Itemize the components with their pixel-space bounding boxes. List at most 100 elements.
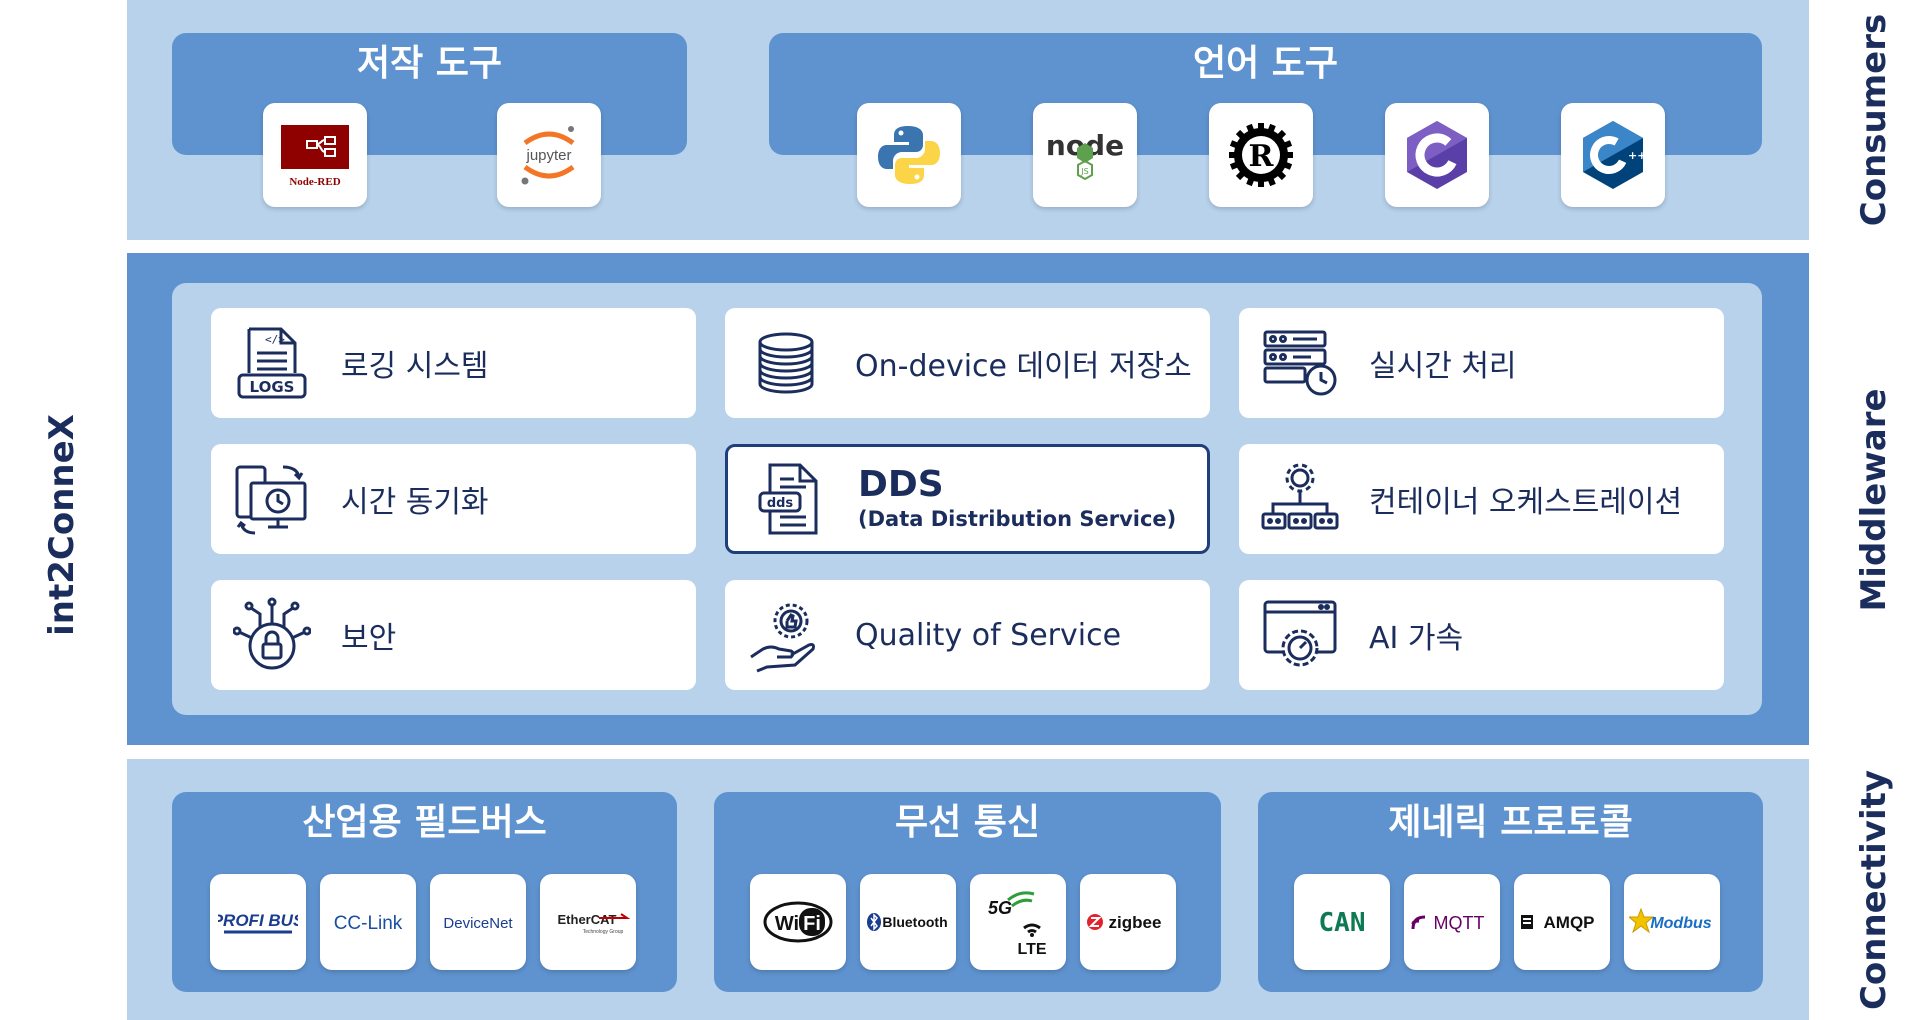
database-icon xyxy=(747,324,825,402)
gear-network-icon xyxy=(1261,460,1339,538)
node-red-icon: Node-RED xyxy=(281,125,349,188)
svg-text:Technology Group: Technology Group xyxy=(583,929,624,935)
can-icon: CAN xyxy=(1319,908,1366,938)
svg-text:MQTT: MQTT xyxy=(1434,913,1485,933)
devicenet-icon: DeviceNet xyxy=(443,915,513,932)
ondevice-storage-label: On-device 데이터 저장소 xyxy=(855,349,1192,384)
container-label: 컨테이너 오케스트레이션 xyxy=(1369,485,1683,520)
zigbee-tile[interactable]: zigbee xyxy=(1080,874,1176,970)
brand-label: int2ConneX xyxy=(42,414,82,636)
wireless-group: 무선 통신 Wi Fi Bluetooth 5G LTE xyxy=(714,792,1221,992)
devicenet-tile[interactable]: DeviceNet xyxy=(430,874,526,970)
dds-title: DDS xyxy=(858,464,944,505)
ai-label: AI 가속 xyxy=(1369,621,1464,656)
mqtt-icon: MQTT xyxy=(1411,913,1485,933)
rust-tile[interactable]: R xyxy=(1209,103,1313,207)
ondevice-storage-card[interactable]: On-device 데이터 저장소 xyxy=(725,308,1210,418)
rust-icon: R xyxy=(1229,123,1293,187)
ethercat-icon: EtherCAT Technology Group xyxy=(558,912,631,935)
qos-card[interactable]: Quality of Service xyxy=(725,580,1210,690)
svg-text:dds: dds xyxy=(767,496,794,511)
devices-sync-icon xyxy=(233,460,311,538)
cclink-tile[interactable]: CC-Link xyxy=(320,874,416,970)
modbus-icon: Modbus xyxy=(1629,907,1712,934)
svg-text:PROFI BUS: PROFI BUS xyxy=(218,911,298,930)
svg-text:Bluetooth: Bluetooth xyxy=(882,914,947,930)
ethercat-tile[interactable]: EtherCAT Technology Group xyxy=(540,874,636,970)
container-card[interactable]: 컨테이너 오케스트레이션 xyxy=(1239,444,1724,554)
svg-text:EtherCAT: EtherCAT xyxy=(558,912,617,927)
dds-subtitle: (Data Distribution Service) xyxy=(858,507,1177,531)
c-tile[interactable] xyxy=(1385,103,1489,207)
connectivity-label: Connectivity xyxy=(1854,769,1894,1011)
window-gauge-icon xyxy=(1261,596,1339,674)
connectivity-band: 산업용 필드버스 PROFI BUS CC-Link DeviceNet Eth… xyxy=(127,759,1809,1020)
generic-protocol-group: 제네릭 프로토콜 CAN MQTT AMQP Modbus xyxy=(1258,792,1763,992)
svg-text:Fi: Fi xyxy=(803,913,821,935)
timesync-label: 시간 동기화 xyxy=(341,485,489,520)
wifi-icon: Wi Fi xyxy=(763,901,833,943)
wireless-title: 무선 통신 xyxy=(894,802,1040,843)
profibus-icon: PROFI BUS xyxy=(218,911,298,934)
c-icon xyxy=(1407,121,1467,189)
hand-badge-icon xyxy=(747,596,825,674)
node-red-tile[interactable]: Node-RED xyxy=(263,103,367,207)
logs-icon: </> LOGS xyxy=(233,324,311,402)
svg-text:zigbee: zigbee xyxy=(1109,913,1162,932)
svg-text:LTE: LTE xyxy=(1017,941,1046,958)
nodejs-icon: node JS xyxy=(1046,129,1124,181)
security-card[interactable]: 보안 xyxy=(211,580,696,690)
5g-lte-tile[interactable]: 5G LTE xyxy=(970,874,1066,970)
dds-file-icon: dds xyxy=(750,460,828,538)
amqp-icon: AMQP xyxy=(1521,913,1595,932)
middleware-label: Middleware xyxy=(1854,388,1894,612)
svg-text:CAN: CAN xyxy=(1319,908,1366,938)
python-tile[interactable] xyxy=(857,103,961,207)
authoring-tools-group: 저작 도구 xyxy=(172,33,687,155)
bluetooth-tile[interactable]: Bluetooth xyxy=(860,874,956,970)
can-tile[interactable]: CAN xyxy=(1294,874,1390,970)
fieldbus-group: 산업용 필드버스 PROFI BUS CC-Link DeviceNet Eth… xyxy=(172,792,677,992)
timesync-card[interactable]: 시간 동기화 xyxy=(211,444,696,554)
svg-text:CC-Link: CC-Link xyxy=(334,913,403,934)
server-clock-icon xyxy=(1261,324,1339,402)
consumers-label: Consumers xyxy=(1854,13,1894,227)
amqp-tile[interactable]: AMQP xyxy=(1514,874,1610,970)
logging-card[interactable]: </> LOGS 로깅 시스템 xyxy=(211,308,696,418)
ai-card[interactable]: AI 가속 xyxy=(1239,580,1724,690)
svg-text:++: ++ xyxy=(1628,149,1646,162)
5g-lte-icon: 5G LTE xyxy=(988,891,1047,958)
svg-text:Node-RED: Node-RED xyxy=(289,176,340,188)
bluetooth-icon: Bluetooth xyxy=(867,913,948,931)
zigbee-icon: zigbee xyxy=(1087,913,1162,932)
fieldbus-title: 산업용 필드버스 xyxy=(302,802,547,843)
jupyter-icon: jupyter xyxy=(521,126,575,185)
middleware-panel: </> LOGS 로깅 시스템 xyxy=(172,283,1762,715)
nodejs-tile[interactable]: node JS xyxy=(1033,103,1137,207)
language-tools-title: 언어 도구 xyxy=(1192,43,1338,84)
jupyter-tile[interactable]: jupyter xyxy=(497,103,601,207)
modbus-tile[interactable]: Modbus xyxy=(1624,874,1720,970)
lock-circuit-icon xyxy=(233,596,311,674)
svg-text:5G: 5G xyxy=(988,898,1012,918)
cpp-icon: ++ xyxy=(1583,121,1646,189)
realtime-card[interactable]: 실시간 처리 xyxy=(1239,308,1724,418)
mqtt-tile[interactable]: MQTT xyxy=(1404,874,1500,970)
wifi-tile[interactable]: Wi Fi xyxy=(750,874,846,970)
cpp-tile[interactable]: ++ xyxy=(1561,103,1665,207)
security-label: 보안 xyxy=(341,621,397,656)
svg-text:LOGS: LOGS xyxy=(250,378,295,396)
svg-text:jupyter: jupyter xyxy=(525,147,571,164)
svg-text:Modbus: Modbus xyxy=(1650,915,1711,932)
authoring-tools-title: 저작 도구 xyxy=(356,43,502,84)
python-icon xyxy=(878,126,940,184)
profibus-tile[interactable]: PROFI BUS xyxy=(210,874,306,970)
svg-text:JS: JS xyxy=(1080,167,1088,176)
logging-label: 로깅 시스템 xyxy=(341,349,489,384)
generic-protocol-title: 제네릭 프로토콜 xyxy=(1388,802,1633,843)
consumers-band: 저작 도구 언어 도구 Node-RED jupyter xyxy=(127,0,1809,240)
dds-card[interactable]: dds DDS (Data Distribution Service) xyxy=(725,444,1210,554)
realtime-label: 실시간 처리 xyxy=(1369,349,1517,384)
svg-text:R: R xyxy=(1249,139,1275,174)
svg-text:DeviceNet: DeviceNet xyxy=(443,915,513,932)
